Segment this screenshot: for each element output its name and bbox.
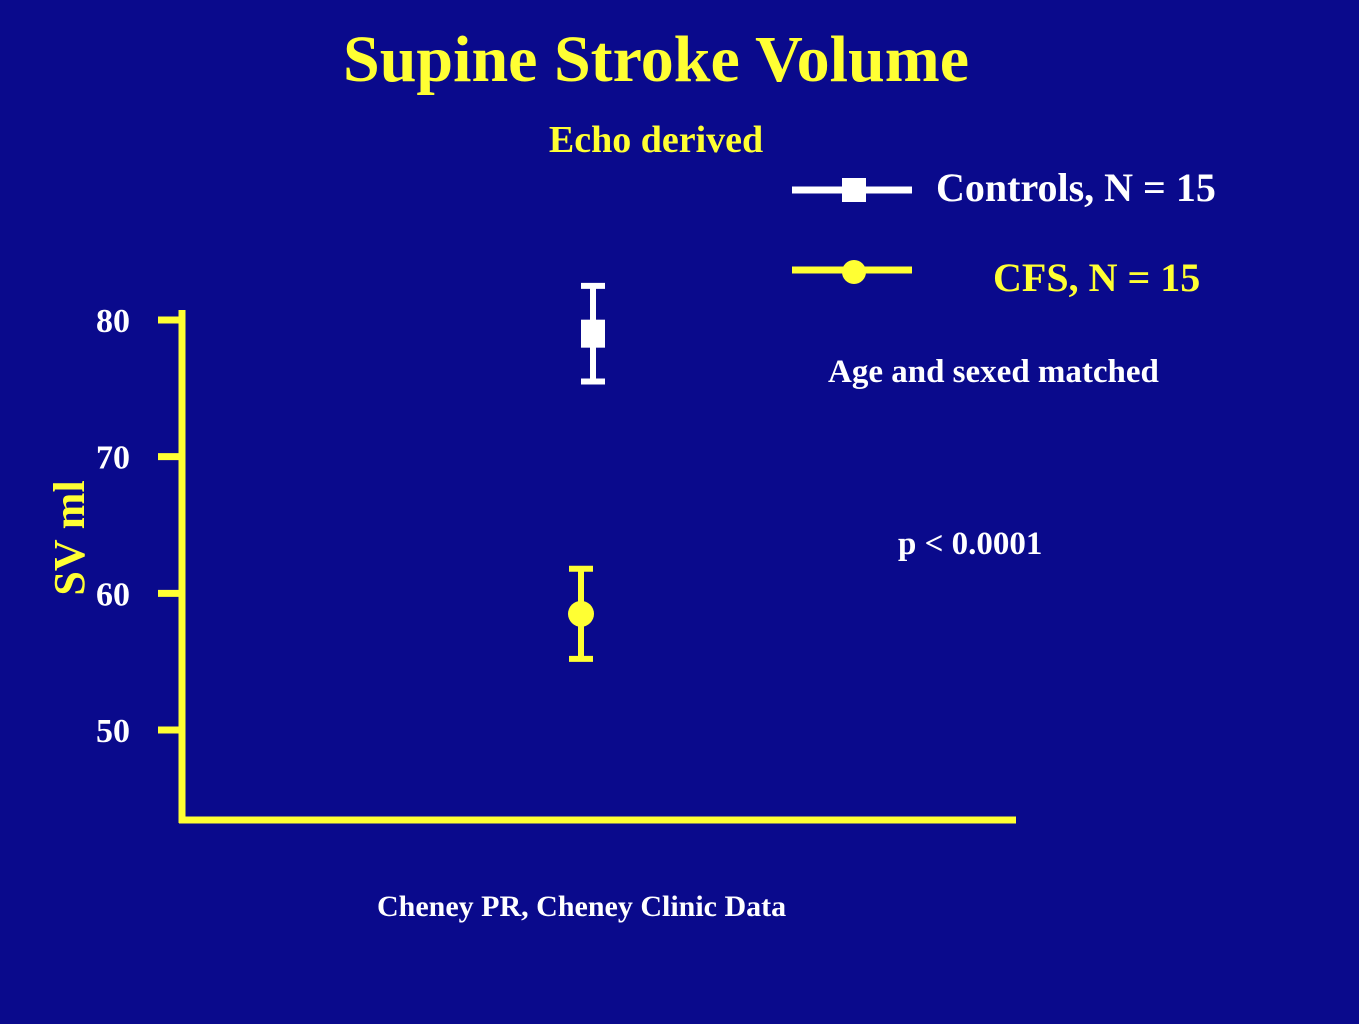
annotation-note: Age and sexed matched bbox=[828, 354, 1159, 390]
y-tick-label-70: 70 bbox=[96, 440, 130, 477]
annotation-credit: Cheney PR, Cheney Clinic Data bbox=[377, 890, 787, 923]
marker-square bbox=[581, 319, 605, 348]
legend-label-controls: Controls, N = 15 bbox=[936, 165, 1216, 210]
annotation-pvalue: p < 0.0001 bbox=[898, 526, 1043, 562]
chart-subtitle: Echo derived bbox=[548, 119, 764, 161]
legend-label-cfs: CFS, N = 15 bbox=[993, 255, 1201, 300]
legend-swatch-cfs bbox=[792, 260, 912, 284]
chart-title: Supine Stroke Volume bbox=[343, 23, 969, 96]
marker-circle bbox=[568, 600, 594, 627]
y-axis-label: SV ml bbox=[45, 480, 94, 595]
y-tick-label-50: 50 bbox=[96, 713, 130, 750]
y-tick-label-80: 80 bbox=[96, 303, 130, 340]
y-tick-label-60: 60 bbox=[96, 576, 130, 613]
data-point-controls bbox=[581, 282, 605, 385]
data-point-cfs bbox=[568, 565, 594, 662]
legend-swatch-controls bbox=[792, 178, 912, 202]
